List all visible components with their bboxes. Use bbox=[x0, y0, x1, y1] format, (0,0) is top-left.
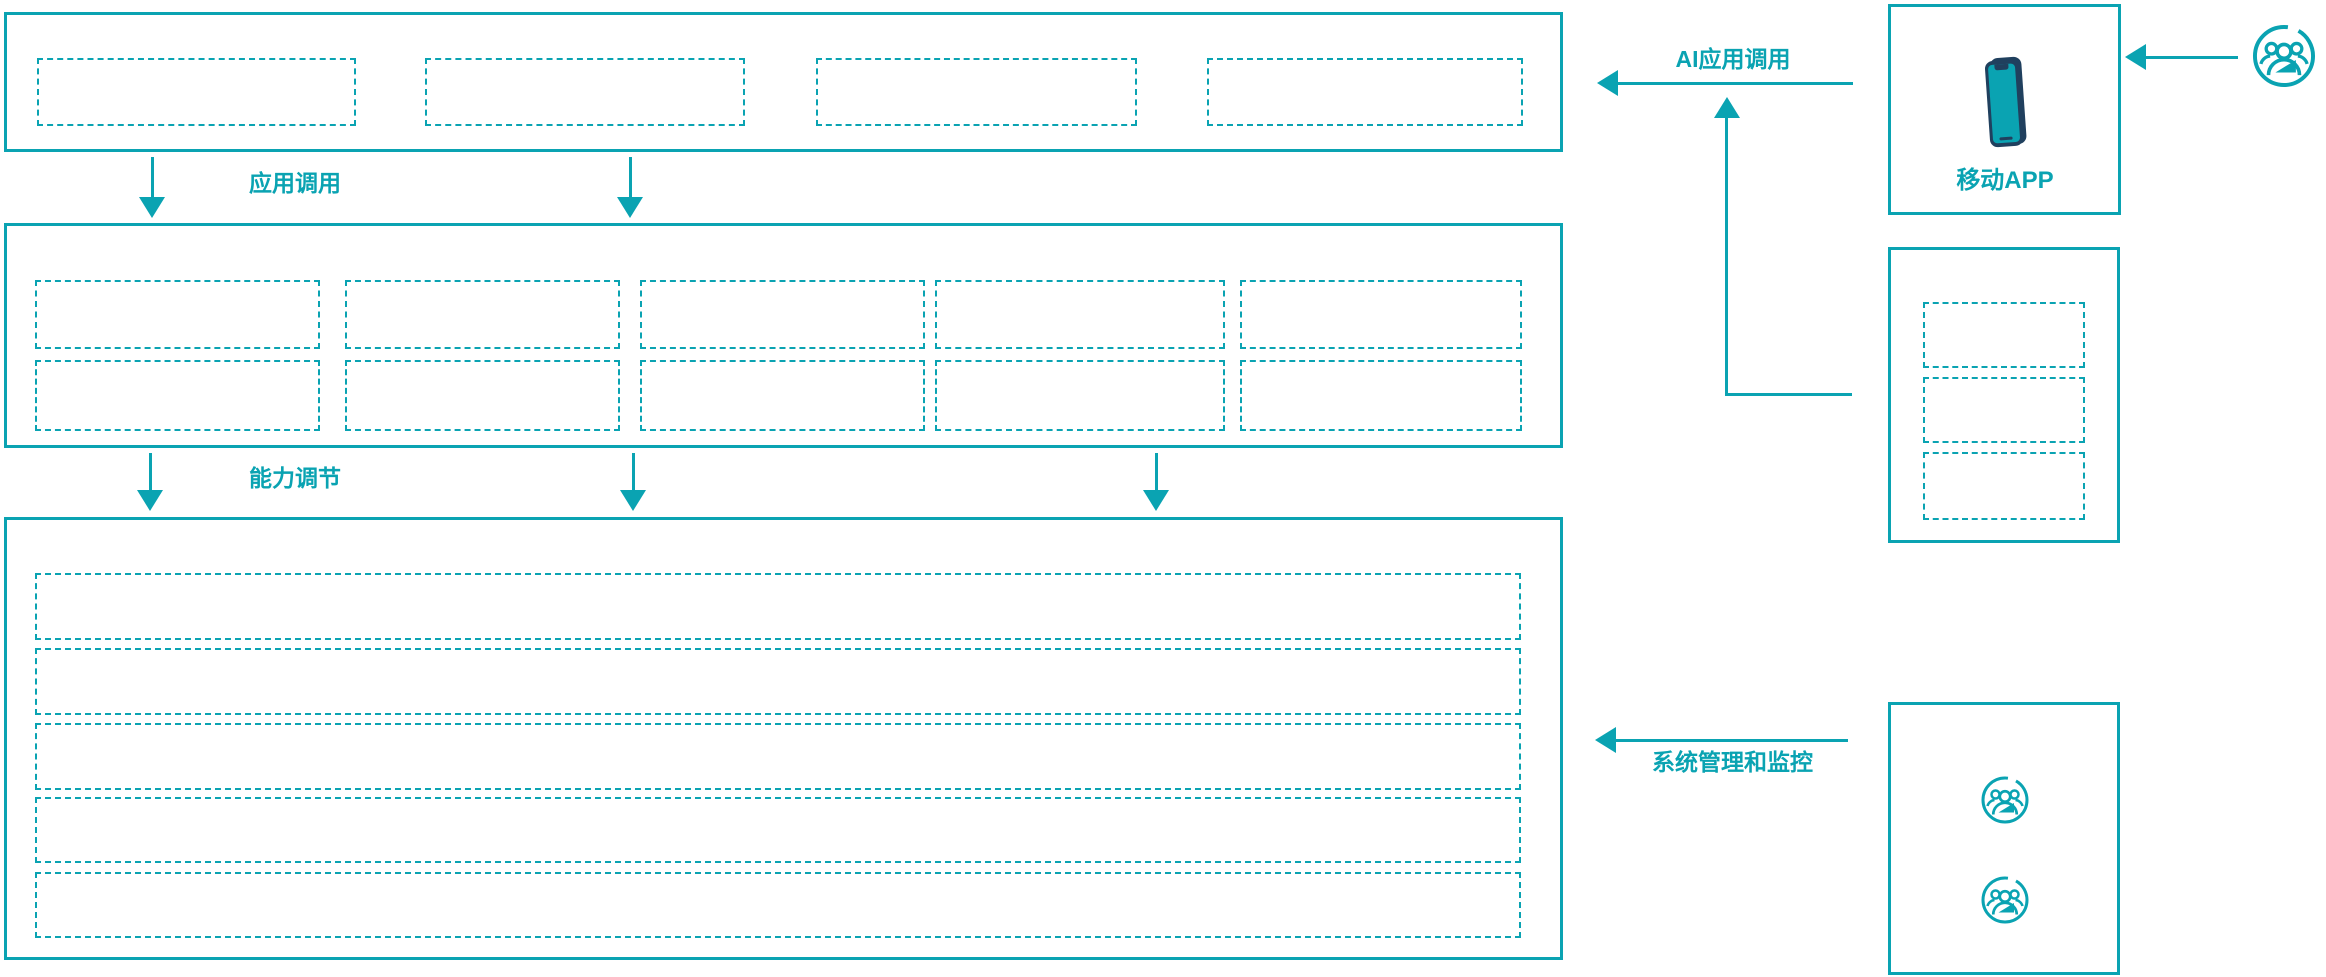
placeholder-box bbox=[640, 360, 925, 431]
placeholder-row bbox=[35, 573, 1521, 640]
app-call-arrow-line bbox=[629, 157, 632, 198]
smartphone-icon bbox=[1985, 56, 2027, 148]
user-arrowhead bbox=[2125, 44, 2146, 70]
placeholder-box bbox=[935, 280, 1225, 349]
module-panel bbox=[1888, 247, 2120, 543]
app-call-label: 应用调用 bbox=[249, 170, 341, 196]
capability-arrowhead bbox=[620, 490, 646, 511]
module-up-arrowhead bbox=[1714, 97, 1740, 118]
system-mgmt-arrowhead bbox=[1595, 727, 1616, 753]
admin-user-group-icon bbox=[1980, 875, 2030, 925]
admin-user-group-icon bbox=[1980, 775, 2030, 825]
app-call-arrowhead bbox=[139, 197, 165, 218]
module-up-arrow-line bbox=[1725, 117, 1728, 395]
ai-call-arrow-line bbox=[1618, 82, 1853, 85]
placeholder-box bbox=[1923, 452, 2085, 520]
placeholder-row bbox=[35, 723, 1521, 790]
module-connector-line bbox=[1725, 393, 1852, 396]
placeholder-row bbox=[35, 797, 1521, 863]
placeholder-box bbox=[345, 280, 620, 349]
application-layer-box bbox=[4, 12, 1563, 152]
placeholder-box bbox=[37, 58, 356, 126]
placeholder-box bbox=[425, 58, 745, 126]
placeholder-box bbox=[935, 360, 1225, 431]
capability-arrow-line bbox=[632, 453, 635, 491]
admin-panel bbox=[1888, 702, 2120, 975]
capability-layer-box bbox=[4, 223, 1563, 448]
capability-arrow-line bbox=[149, 453, 152, 491]
placeholder-box bbox=[816, 58, 1137, 126]
placeholder-box bbox=[1207, 58, 1523, 126]
placeholder-box bbox=[35, 280, 320, 349]
ai-call-arrowhead bbox=[1597, 70, 1618, 96]
app-call-arrow-line bbox=[151, 157, 154, 198]
placeholder-row bbox=[35, 872, 1521, 938]
system-mgmt-label: 系统管理和监控 bbox=[1652, 749, 1813, 775]
system-mgmt-arrow-line bbox=[1616, 739, 1848, 742]
placeholder-box bbox=[345, 360, 620, 431]
placeholder-box bbox=[35, 360, 320, 431]
placeholder-box bbox=[1923, 377, 2085, 443]
external-user-group-icon bbox=[2251, 23, 2317, 89]
placeholder-box bbox=[1240, 280, 1522, 349]
capability-arrowhead bbox=[1143, 490, 1169, 511]
placeholder-box bbox=[1240, 360, 1522, 431]
app-call-arrowhead bbox=[617, 197, 643, 218]
user-arrow-line bbox=[2146, 56, 2238, 59]
resource-layer-box bbox=[4, 517, 1563, 960]
placeholder-box bbox=[1923, 302, 2085, 368]
ai-app-call-label: AI应用调用 bbox=[1675, 46, 1791, 72]
capability-arrowhead bbox=[137, 490, 163, 511]
capability-arrow-line bbox=[1155, 453, 1158, 491]
capability-adjust-label: 能力调节 bbox=[249, 465, 341, 491]
placeholder-box bbox=[640, 280, 925, 349]
mobile-app-label: 移动APP bbox=[1956, 167, 2054, 194]
placeholder-row bbox=[35, 648, 1521, 715]
